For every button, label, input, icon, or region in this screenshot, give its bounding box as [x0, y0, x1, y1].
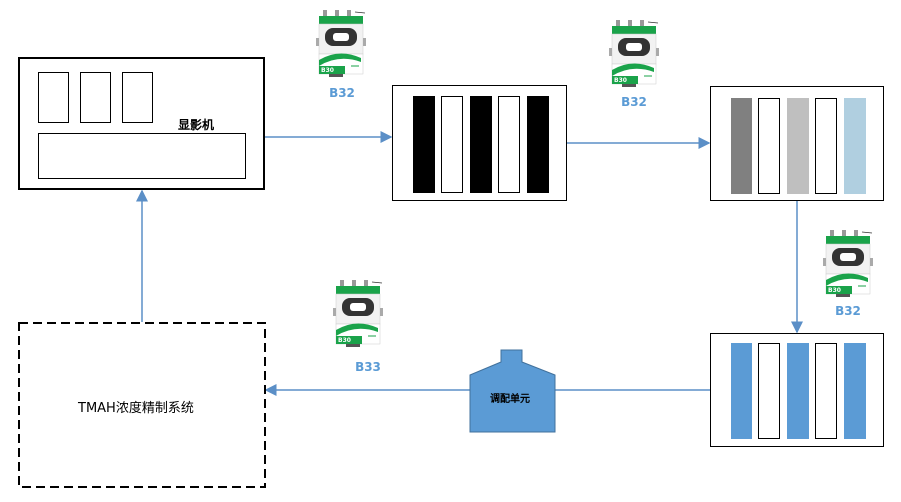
mixing-unit-label: 调配单元 [490, 394, 530, 405]
svg-text:B30: B30 [828, 287, 841, 294]
device-label: B32 [835, 304, 861, 318]
tank-1-bar [498, 96, 520, 193]
tank-2 [710, 86, 884, 201]
tank-3-bar [844, 343, 866, 439]
developer-slot [38, 72, 69, 123]
analyzer-device-icon: B30 [315, 8, 371, 86]
tank-3-bar [758, 343, 780, 439]
svg-text:B30: B30 [321, 67, 334, 74]
analyzer-device-icon: B30 [608, 18, 664, 96]
tank-3-bar [731, 343, 752, 439]
refining-system-box [18, 322, 266, 488]
tank-3-bar [815, 343, 837, 439]
developer-slot [80, 72, 111, 123]
tank-2-bar [731, 98, 752, 194]
refining-system-label: TMAH浓度精制系统 [78, 401, 194, 416]
tank-1 [392, 85, 567, 201]
developer-slot [122, 72, 153, 123]
svg-text:B30: B30 [614, 77, 627, 84]
tank-3 [710, 333, 884, 447]
developer-machine: 显影机 [18, 57, 265, 190]
tank-3-bar [787, 343, 809, 439]
tank-2-bar [815, 98, 837, 194]
tank-2-bar [758, 98, 780, 194]
device-label: B32 [329, 86, 355, 100]
analyzer-device-icon: B30 [332, 278, 388, 356]
device-label: B33 [355, 360, 381, 374]
tank-1-bar [527, 96, 549, 193]
tank-1-bar [470, 96, 492, 193]
mixing-unit-shape [469, 349, 556, 433]
tank-1-bar [441, 96, 463, 193]
device-label: B32 [621, 95, 647, 109]
developer-label: 显影机 [178, 118, 215, 132]
tank-2-bar [787, 98, 809, 194]
tank-1-bar [413, 96, 435, 193]
tank-2-bar [844, 98, 866, 194]
svg-text:B30: B30 [338, 337, 351, 344]
analyzer-device-icon: B30 [822, 228, 878, 306]
developer-tray [38, 133, 246, 179]
